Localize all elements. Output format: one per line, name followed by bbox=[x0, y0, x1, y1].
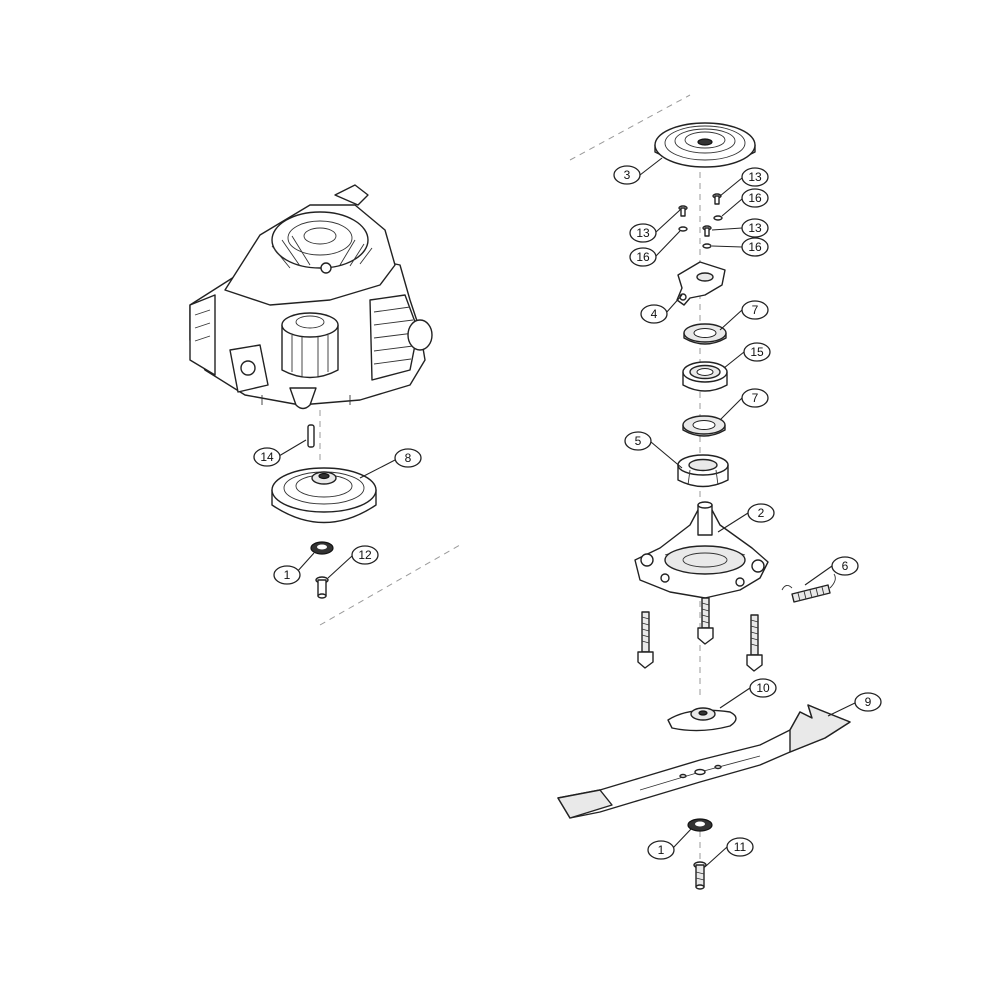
screw-part-13-c bbox=[702, 225, 712, 237]
callout-7-lower: 7 bbox=[741, 388, 769, 408]
engine-cylinder-head bbox=[369, 294, 419, 381]
adapter-plate-part-10 bbox=[667, 707, 737, 732]
engine-crankshaft bbox=[289, 387, 317, 410]
callout-12-label: 12 bbox=[358, 548, 372, 562]
callout-7-lower-label: 7 bbox=[752, 391, 759, 405]
carrier-bolts bbox=[637, 597, 763, 672]
bracket-part-4 bbox=[676, 261, 726, 306]
callout-5-label: 5 bbox=[635, 434, 642, 448]
callout-8: 8 bbox=[394, 448, 422, 468]
axis-line-upper bbox=[569, 94, 691, 161]
callout-9: 9 bbox=[854, 692, 882, 712]
callout-2: 2 bbox=[747, 503, 775, 523]
callout-1-right-label: 1 bbox=[658, 843, 665, 857]
callout-13-right-label: 13 bbox=[748, 221, 762, 235]
seal-ring-part-7-upper bbox=[683, 323, 727, 345]
callout-1-right: 1 bbox=[647, 840, 675, 860]
pulley-part-8 bbox=[271, 467, 377, 524]
leader-lines bbox=[278, 157, 858, 867]
pulley-part-3 bbox=[654, 122, 756, 168]
screw-part-13-b bbox=[712, 193, 722, 205]
callout-16-left-label: 16 bbox=[636, 250, 650, 264]
screw-part-13-a bbox=[678, 205, 688, 217]
callout-16-right-label: 16 bbox=[748, 240, 762, 254]
engine-muffler bbox=[189, 294, 216, 376]
callout-8-label: 8 bbox=[405, 451, 412, 465]
callout-16-top-right-label: 16 bbox=[748, 191, 762, 205]
callout-13-left-label: 13 bbox=[636, 226, 650, 240]
bolt-part-11 bbox=[693, 861, 707, 890]
bolt-part-12 bbox=[315, 576, 329, 599]
washer-part-16-a bbox=[678, 226, 688, 232]
blade-carrier-part-2 bbox=[634, 501, 769, 599]
carrier-bolt-right bbox=[746, 614, 763, 672]
callout-10-label: 10 bbox=[756, 681, 770, 695]
callout-6-label: 6 bbox=[842, 559, 849, 573]
key-pin-part-14 bbox=[307, 424, 315, 448]
callout-9-label: 9 bbox=[865, 695, 872, 709]
axis-lines bbox=[319, 94, 701, 860]
callout-13-top-right: 13 bbox=[741, 167, 769, 187]
callout-16-left: 16 bbox=[629, 247, 657, 267]
callout-1-left-label: 1 bbox=[284, 568, 291, 582]
carrier-bolt-center bbox=[697, 597, 714, 645]
hub-part-5 bbox=[677, 454, 729, 488]
callout-13-left: 13 bbox=[629, 223, 657, 243]
seal-ring-part-7-lower bbox=[682, 415, 726, 437]
callout-16-top-right: 16 bbox=[741, 188, 769, 208]
washer-part-16-c bbox=[702, 243, 712, 249]
callout-10: 10 bbox=[749, 678, 777, 698]
callout-3: 3 bbox=[613, 165, 641, 185]
callout-13-top-right-label: 13 bbox=[748, 170, 762, 184]
callout-14-label: 14 bbox=[260, 450, 274, 464]
callout-2-label: 2 bbox=[758, 506, 765, 520]
engine-assembly bbox=[189, 184, 433, 410]
washer-part-16-b bbox=[713, 215, 723, 221]
callout-4-label: 4 bbox=[651, 307, 658, 321]
screws-and-washers bbox=[678, 193, 723, 249]
callout-11: 11 bbox=[726, 837, 754, 857]
engine-recoil-starter bbox=[271, 211, 369, 269]
callout-12: 12 bbox=[351, 545, 379, 565]
callout-1-left: 1 bbox=[273, 565, 301, 585]
engine-shroud-vents bbox=[271, 235, 373, 269]
carrier-bolt-left bbox=[637, 611, 654, 669]
washer-part-1-right bbox=[687, 818, 713, 832]
callout-16-right: 16 bbox=[741, 237, 769, 257]
engine-starter-handle bbox=[334, 184, 369, 206]
spring-part-6 bbox=[781, 573, 836, 603]
callout-15-label: 15 bbox=[750, 345, 764, 359]
callout-6: 6 bbox=[831, 556, 859, 576]
callout-bubbles: 3 13 16 13 13 16 16 4 bbox=[253, 165, 882, 860]
callout-15: 15 bbox=[743, 342, 771, 362]
washer-part-1-left bbox=[310, 541, 334, 555]
callout-3-label: 3 bbox=[624, 168, 631, 182]
engine-air-filter bbox=[281, 324, 339, 379]
blade-part-9 bbox=[557, 704, 851, 819]
callout-7-upper: 7 bbox=[741, 300, 769, 320]
callout-14: 14 bbox=[253, 447, 281, 467]
axis-line-left-lower bbox=[319, 544, 461, 626]
callout-5: 5 bbox=[624, 431, 652, 451]
callout-4: 4 bbox=[640, 304, 668, 324]
callout-13-right: 13 bbox=[741, 218, 769, 238]
callout-7-upper-label: 7 bbox=[752, 303, 759, 317]
callout-11-label: 11 bbox=[734, 840, 747, 854]
bearing-part-15 bbox=[682, 361, 728, 392]
